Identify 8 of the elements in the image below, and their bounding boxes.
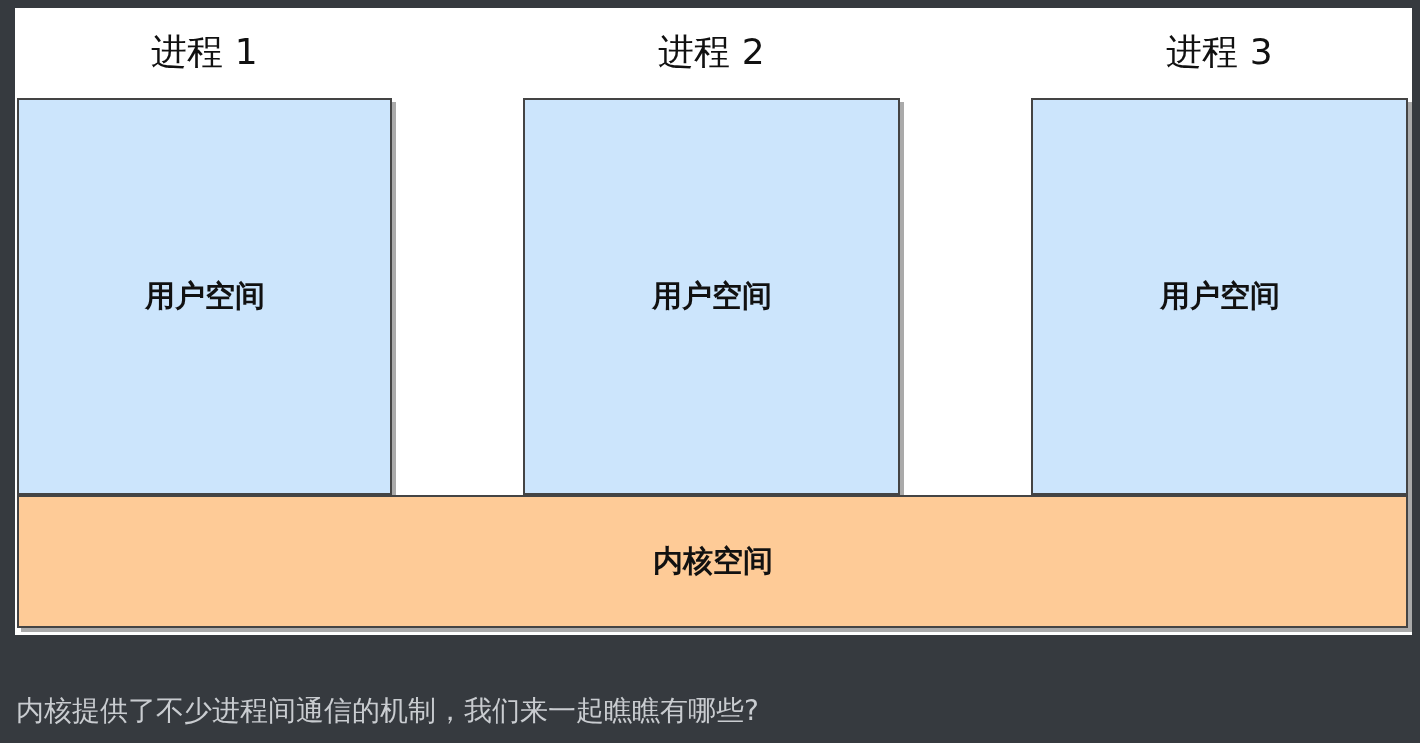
space-label: 用户空间 [651,277,772,315]
space-label: 用户空间 [144,277,265,315]
space-label: 用户空间 [1159,277,1280,315]
caption: 内核提供了不少进程间通信的机制，我们来一起瞧瞧有哪些? [16,693,759,729]
process-heading: 进程 2 [657,30,766,74]
space-label: 内核空间 [652,542,773,580]
process-heading: 进程 1 [150,30,259,74]
process-heading: 进程 3 [1165,30,1274,74]
